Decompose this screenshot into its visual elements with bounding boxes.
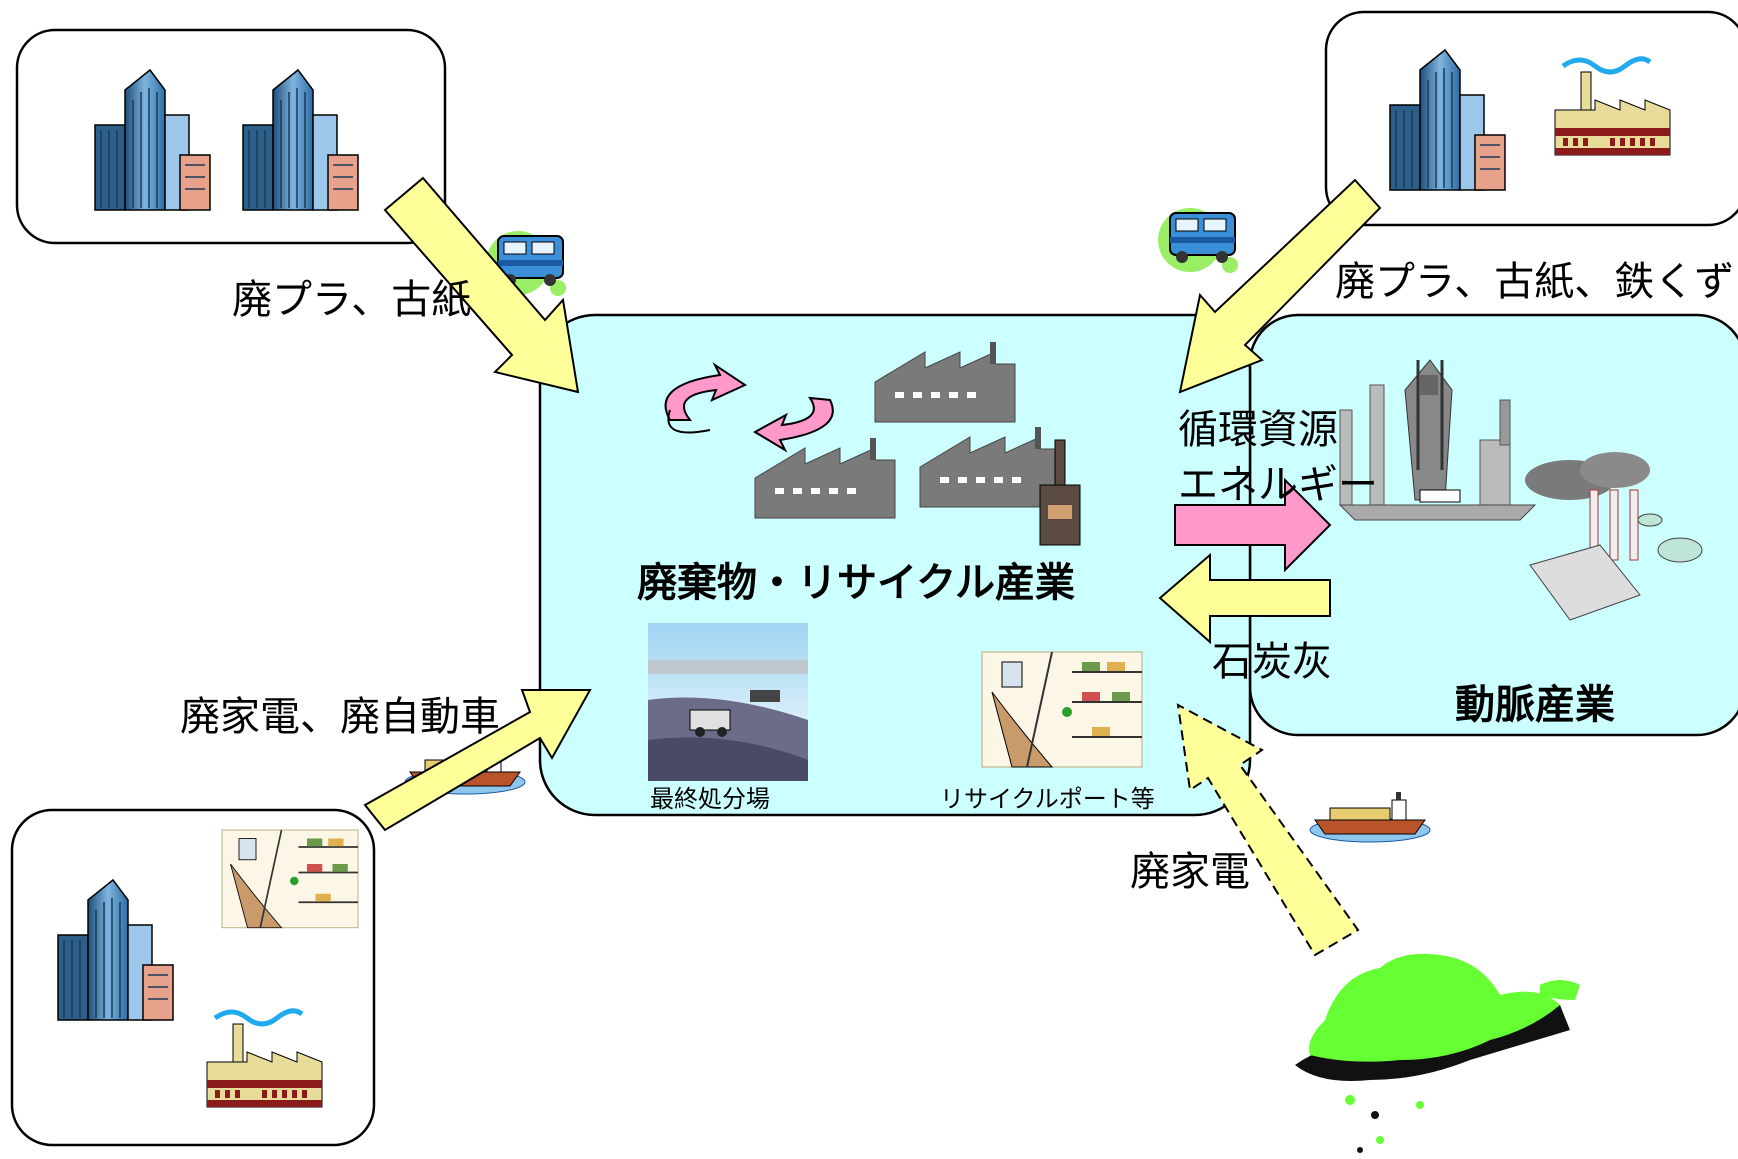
port-icon — [221, 829, 359, 929]
box-offices-top-left — [15, 28, 447, 245]
train-icon — [1157, 207, 1239, 274]
label-waste-plastic-paper-scrap: 廃プラ、古紙、鉄くず — [1335, 259, 1735, 305]
center-title: 廃棄物・リサイクル産業 — [637, 560, 1075, 606]
label-recycle-port: リサイクルポート等 — [940, 785, 1155, 813]
ship-icon — [1309, 791, 1431, 843]
label-energy: エネルギー — [1178, 462, 1378, 508]
label-appliances-cars: 廃家電、廃自動車 — [180, 694, 500, 740]
arrow-scrap-in — [1178, 178, 1382, 394]
landfill-icon — [648, 623, 808, 781]
label-waste-plastic-paper: 廃プラ、古紙 — [232, 277, 472, 323]
label-coal-ash: 石炭灰 — [1212, 639, 1332, 685]
incinerator-icon — [1039, 439, 1081, 546]
box-offices-factory-top-right — [1324, 10, 1738, 227]
label-appliances: 廃家電 — [1130, 849, 1250, 895]
arrow-coal-ash — [1158, 552, 1331, 645]
label-resources: 循環資源 — [1178, 407, 1338, 453]
label-arterial-industry: 動脈産業 — [1455, 682, 1615, 728]
steel-mill-icon — [1338, 359, 1537, 521]
recycle-arrows-icon — [664, 362, 834, 453]
power-plant-icon — [1525, 452, 1703, 621]
label-landfill: 最終処分場 — [650, 785, 770, 813]
arrow-appliances-import-dashed — [1176, 703, 1360, 957]
arrow-waste-plastic-paper-in — [383, 176, 580, 394]
port-icon — [981, 651, 1143, 768]
arrow-appliances-cars-in — [363, 689, 592, 832]
arrow-resources-energy — [1174, 477, 1332, 573]
island-icon — [1295, 953, 1580, 1153]
